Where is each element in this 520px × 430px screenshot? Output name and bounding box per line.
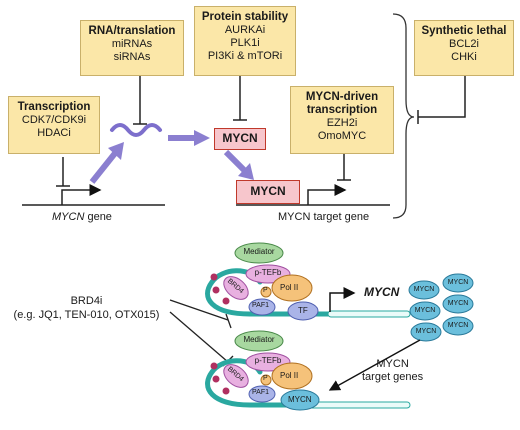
mycn-cluster-item bbox=[410, 322, 442, 342]
mycn-cluster-label: MYCN bbox=[447, 322, 469, 329]
brd4-bottom bbox=[223, 364, 249, 388]
box-title: Protein stability bbox=[201, 11, 289, 23]
agent: miRNAs bbox=[111, 38, 153, 50]
acetyl-dot bbox=[210, 273, 218, 281]
box-title: Transcription bbox=[17, 101, 91, 113]
inhibit-transcription bbox=[56, 157, 70, 187]
mycn-cluster-item bbox=[408, 280, 440, 300]
mycn-cluster-label: MYCN bbox=[413, 286, 435, 293]
ptefb-label: p-TEFb bbox=[254, 268, 282, 277]
target-gene-label: MYCN target gene bbox=[278, 211, 370, 223]
mycn-cluster-item bbox=[442, 273, 474, 293]
mycn-cluster-item bbox=[442, 294, 474, 314]
mediator-label: Mediator bbox=[243, 247, 275, 256]
box-title: MYCN-driven bbox=[305, 91, 379, 103]
acetyl-dot bbox=[210, 362, 218, 370]
agent: BCL2i bbox=[449, 38, 479, 50]
pol2-label: Pol II bbox=[280, 283, 299, 292]
agent: AURKAi bbox=[224, 24, 266, 36]
mycn-cluster-label: MYCN bbox=[447, 300, 469, 307]
dna-strand-bottom bbox=[304, 401, 411, 409]
arrow-to-target-genes bbox=[328, 339, 421, 391]
box-title: Synthetic lethal bbox=[421, 25, 507, 37]
mycn-bound-box: MYCN bbox=[236, 180, 300, 204]
mrna-squiggle bbox=[110, 123, 162, 137]
mycn-protein-box: MYCN bbox=[214, 128, 266, 150]
mycn-gene-label: MYCN gene bbox=[52, 211, 112, 223]
agent: PI3Ki & mTORi bbox=[207, 50, 283, 62]
box-transcription: Transcription CDK7/CDK9i HDACi bbox=[8, 96, 100, 154]
paf1-label: PAF1 bbox=[252, 302, 269, 309]
agent: CHKi bbox=[451, 51, 477, 63]
mycn-cluster-label: MYCN bbox=[414, 307, 436, 314]
p-label: P bbox=[263, 375, 268, 382]
mediator-label: Mediator bbox=[243, 335, 275, 344]
inhibit-brd4i-top bbox=[169, 299, 232, 329]
mycn-bound-label: MYCN bbox=[288, 395, 312, 404]
mycn-transcript-label: MYCN bbox=[364, 285, 400, 299]
mycn-cluster-label: MYCN bbox=[447, 279, 469, 286]
mycn-cluster-item bbox=[409, 301, 441, 321]
box-rna-translation: RNA/translation miRNAs siRNAs bbox=[80, 20, 184, 76]
paf1-label: PAF1 bbox=[252, 389, 269, 396]
brd4-top bbox=[223, 276, 249, 300]
acetyl-dot bbox=[212, 375, 220, 383]
brd4i-label: BRD4i (e.g. JQ1, TEN-010, OTX015) bbox=[4, 294, 169, 322]
inhibit-protein bbox=[233, 76, 247, 121]
tf-top bbox=[287, 301, 319, 321]
gene-name: MYCN bbox=[52, 211, 85, 223]
brd4i-title: BRD4i bbox=[70, 295, 103, 307]
agent: CDK7/CDK9i bbox=[21, 114, 87, 126]
target-genes-line2: target genes bbox=[362, 371, 424, 383]
agent: EZH2i bbox=[326, 117, 358, 129]
agent: OmoMYC bbox=[317, 130, 367, 142]
box-synthetic-lethal: Synthetic lethal BCL2i CHKi bbox=[414, 20, 514, 76]
agent: HDACi bbox=[37, 127, 71, 139]
agent: siRNAs bbox=[113, 51, 151, 63]
brd4i-examples: (e.g. JQ1, TEN-010, OTX015) bbox=[13, 309, 160, 321]
mycn-cluster-label: MYCN bbox=[415, 328, 437, 335]
inhibit-driven bbox=[337, 154, 351, 181]
tf-label: TF bbox=[298, 306, 308, 315]
curly-brace bbox=[392, 13, 415, 219]
box-title: transcription bbox=[306, 104, 378, 116]
inhibit-lethal bbox=[417, 76, 466, 124]
acetyl-dot bbox=[212, 286, 220, 294]
box-mycn-driven: MYCN-driven transcription EZH2i OmoMYC bbox=[290, 86, 394, 154]
mediator-top bbox=[234, 242, 284, 264]
inhibit-rna bbox=[133, 76, 147, 125]
phospho-p-top bbox=[260, 286, 272, 298]
ptefb-label: p-TEFb bbox=[254, 356, 282, 365]
dna-strand-top bbox=[327, 310, 411, 318]
paf1-bottom bbox=[248, 385, 276, 403]
purple-arrow-protein-to-target bbox=[223, 149, 254, 180]
gene-suffix: gene bbox=[87, 211, 112, 223]
mycn-target-genes-label: MYCN target genes bbox=[362, 358, 423, 384]
mycn-bound-bottom bbox=[280, 389, 320, 411]
mediator-bottom bbox=[234, 330, 284, 352]
p-label: P bbox=[263, 287, 268, 294]
mycn-cluster-item bbox=[442, 316, 474, 336]
box-title: RNA/translation bbox=[88, 25, 176, 37]
acetyl-dot bbox=[222, 297, 230, 305]
pol2-label: Pol II bbox=[280, 371, 299, 380]
inhibit-brd4i-bottom bbox=[169, 311, 234, 367]
mycn-tss-arrow bbox=[329, 287, 356, 312]
agent: PLK1i bbox=[230, 37, 260, 49]
paf1-top bbox=[248, 298, 276, 316]
pol2-top bbox=[271, 274, 313, 302]
mycn-gene-promoter-arrow bbox=[61, 184, 102, 205]
pol2-bottom bbox=[271, 362, 313, 390]
target-genes-line1: MYCN bbox=[376, 358, 409, 370]
phospho-p-bottom bbox=[260, 374, 272, 386]
box-protein-stability: Protein stability AURKAi PLK1i PI3Ki & m… bbox=[194, 6, 296, 76]
target-gene-promoter-arrow bbox=[307, 184, 347, 205]
acetyl-dot bbox=[222, 387, 230, 395]
purple-arrow-gene-to-mrna bbox=[89, 142, 124, 184]
purple-arrow-mrna-to-protein bbox=[168, 130, 210, 146]
